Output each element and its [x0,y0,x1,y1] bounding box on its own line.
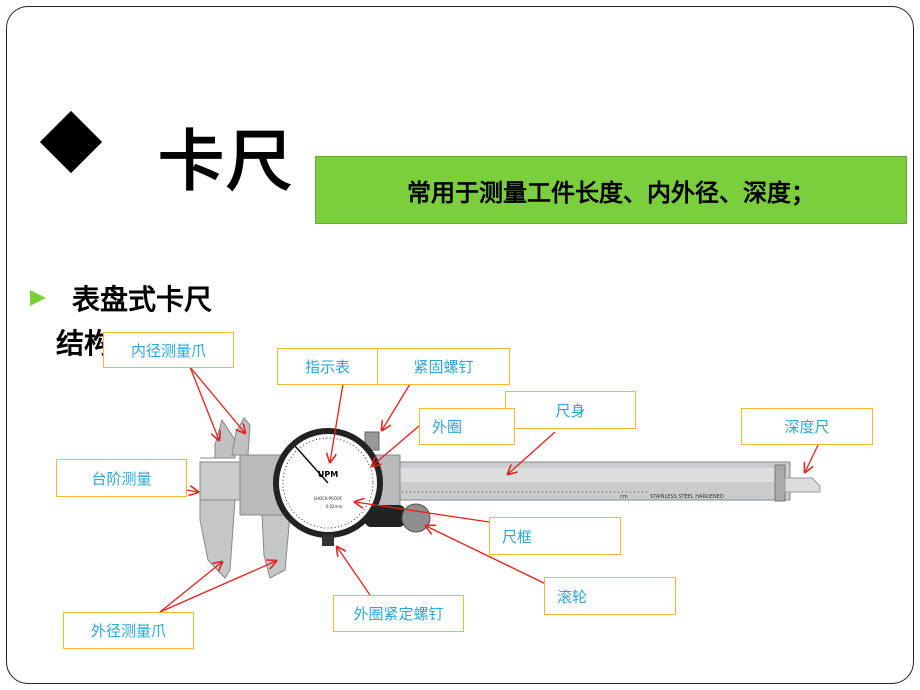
usage-banner: 常用于测量工件长度、内外径、深度； [315,156,907,224]
beam-groove [390,468,780,482]
dial-shock: SHOCK-PROOF [314,496,344,501]
bezel-screw [322,535,334,546]
dial-needle [294,445,329,484]
inner-jaw-fixed [200,418,236,459]
callout-arrows [159,366,819,613]
inner-jaw-moving [231,417,251,456]
label-inner-jaw: 内径测量爪 [103,332,234,368]
dial-resolution: 0.02mm [326,504,343,509]
label-bezel: 外圈 [419,408,515,445]
label-depth-rod: 深度尺 [741,408,873,445]
subtitle: 表盘式卡尺 [72,283,213,316]
label-dial: 指示表 [277,348,378,385]
label-lock-screw: 紧固螺钉 [377,348,510,385]
outer-jaw-fixed [199,499,236,579]
outer-jaw-moving [261,514,291,579]
depth-rod [784,477,821,493]
label-outer-jaw: 外径测量爪 [63,612,194,649]
label-bezel-screw: 外圈紧定螺钉 [333,595,464,632]
scale-unit: cm [620,494,628,500]
end-cap [774,464,786,502]
label-beam: 尺身 [505,391,636,429]
label-slider: 尺框 [489,517,621,555]
arrow-bullet-icon [30,290,46,306]
dial-ticks [282,437,374,529]
label-step: 台阶测量 [56,459,187,497]
subtitle-continued: 结构 [56,327,113,360]
slide-frame [6,6,914,684]
label-wheel: 滚轮 [544,577,676,615]
beam-stamp: STAINLESS STEEL HARDENED [650,494,724,500]
slide-title: 卡尺 [158,123,294,200]
dial-brand: UPM [318,470,338,479]
thumb-wheel [401,503,431,533]
